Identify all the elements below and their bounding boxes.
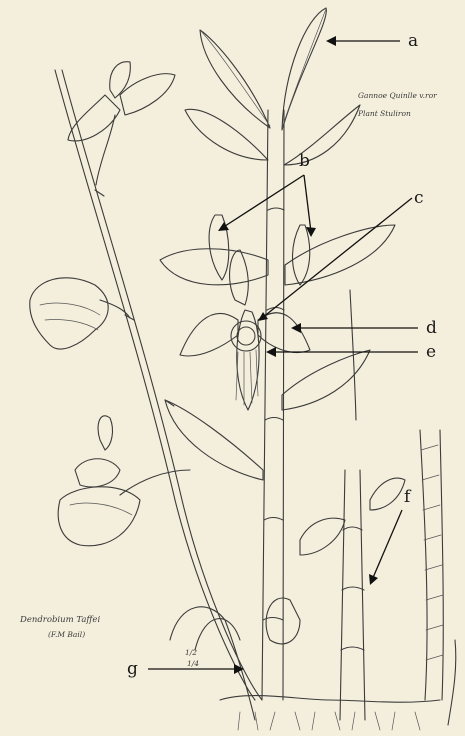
scale-bottom: 1/4 [187,659,199,668]
handwritten-notes: Gannoe Quinlle v.ror Plant Stuliron Dend… [19,91,437,668]
scale-top: 1/2 [185,648,197,657]
main-cane [262,110,284,700]
label-g: g [127,659,138,679]
label-c: c [414,188,424,208]
left-drooping-flower [30,278,130,349]
label-d: d [426,318,437,338]
flower-spike [55,70,262,700]
species-name: Dendrobium Taffei [19,615,100,625]
note-top-right-line2: Plant Stuliron [357,109,411,118]
label-a: a [408,31,418,51]
top-leaves [185,8,360,165]
note-top-right-line1: Gannoe Quinlle v.ror [358,91,437,100]
upper-left-flower [68,62,175,185]
label-f: f [404,487,412,507]
central-flower [180,215,310,410]
species-author: (F.M Bail) [48,630,85,639]
label-b: b [299,151,310,171]
label-e: e [426,342,436,362]
